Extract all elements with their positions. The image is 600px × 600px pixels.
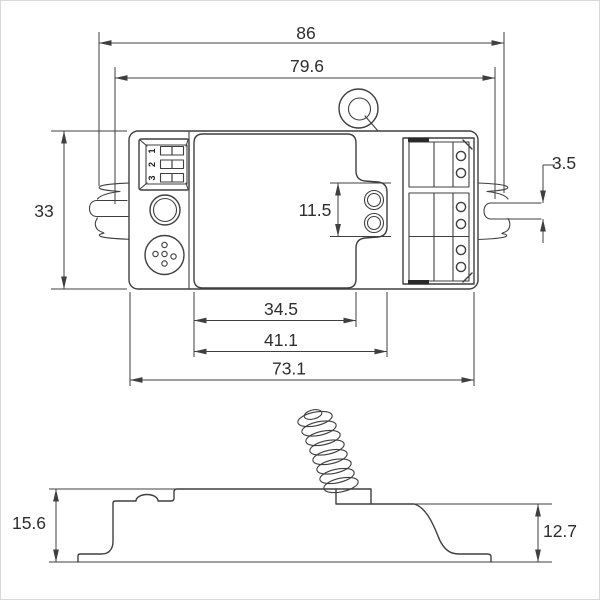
dim-overall-height: 15.6 — [12, 489, 59, 562]
dim-cover-tab-width: 41.1 — [194, 292, 388, 357]
terminal-outer — [402, 137, 475, 285]
front-view-dimensions: 86 79.6 33 11.5 3.5 — [34, 23, 576, 386]
dim-text-79-6: 79.6 — [290, 56, 324, 76]
ring-stem — [364, 115, 379, 132]
dip-switch[interactable]: 1 2 3 — [138, 138, 190, 191]
dip-label-1: 1 — [147, 148, 157, 153]
terminal-block[interactable] — [402, 137, 475, 285]
dim-tab-height: 11.5 — [299, 182, 391, 237]
round-button[interactable] — [149, 194, 181, 226]
wing-slot-left — [88, 199, 129, 218]
dim-text-15-6: 15.6 — [12, 513, 46, 533]
dim-text-73-1: 73.1 — [272, 359, 306, 379]
dim-text-11-5: 11.5 — [299, 200, 332, 220]
terminal-row-1 — [408, 141, 470, 188]
dip-switch-2[interactable] — [159, 159, 173, 170]
central-cover — [193, 133, 388, 289]
dim-text-34-5: 34.5 — [264, 299, 298, 319]
dip-label-2: 2 — [147, 162, 157, 167]
dim-mount-span: 79.6 — [114, 56, 496, 204]
ring-outer — [338, 88, 379, 129]
dim-body-width: 73.1 — [129, 292, 475, 386]
terminal-screw-holes[interactable] — [455, 150, 467, 273]
dim-cover-width: 34.5 — [193, 292, 357, 357]
wing-slot-right — [483, 202, 542, 220]
front-view: 1 2 3 — [88, 88, 542, 290]
dim-text-86: 86 — [296, 23, 315, 43]
dip-switch-1[interactable] — [159, 145, 173, 156]
dim-body-height: 33 — [34, 130, 127, 290]
dim-text-3-5: 3.5 — [552, 153, 576, 173]
ring-inner — [347, 97, 372, 121]
mounting-wing-right — [477, 182, 542, 241]
dim-text-41-1: 41.1 — [264, 330, 298, 350]
side-body-profile — [77, 488, 492, 563]
cover-screw-holes — [363, 189, 385, 234]
dim-side-body-height: 12.7 — [535, 504, 577, 562]
dip-outer-frame — [138, 138, 190, 191]
mounting-wing-left — [88, 182, 130, 240]
dim-text-12-7: 12.7 — [543, 521, 577, 541]
dip-label-3: 3 — [147, 175, 157, 180]
hanging-ring — [338, 88, 379, 132]
dim-overall-width: 86 — [98, 23, 505, 193]
dip-inner-frame — [145, 144, 188, 185]
device-body-outline — [128, 130, 479, 290]
dim-slot-width: 3.5 — [540, 153, 576, 243]
dip-switch-3[interactable] — [159, 172, 173, 183]
side-view — [49, 409, 552, 563]
side-view-dimensions: 15.6 12.7 — [12, 489, 577, 562]
sensor-grille — [144, 234, 185, 276]
coil-antenna — [297, 409, 359, 494]
dim-text-33: 33 — [34, 201, 53, 221]
antenna-collar — [335, 488, 372, 505]
